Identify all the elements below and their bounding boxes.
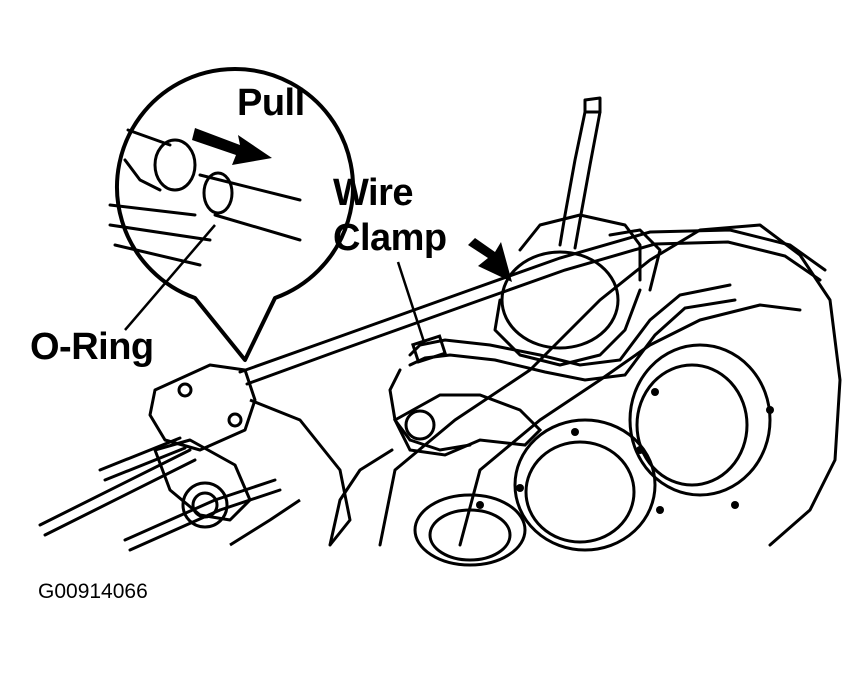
engine-block [328,223,842,547]
label-o-ring: O-Ring [30,326,154,368]
head-bolt-marks [476,388,774,514]
magnified-inset [115,67,355,362]
wire-harness [388,283,737,452]
label-wire: Wire [333,172,414,214]
label-pull: Pull [237,82,305,124]
figure-id: G00914066 [38,580,148,603]
injector-body [393,393,543,457]
fuel-pipe [238,228,827,386]
wire-clamp-arrow [468,238,512,282]
studs [38,436,282,552]
manifold-flange [148,363,352,547]
cylinder-bores [413,343,772,567]
regulator [493,96,662,367]
leader-lines [124,224,427,346]
pull-arrow [192,128,272,165]
label-clamp: Clamp [333,217,447,259]
inset-contents [108,128,302,267]
